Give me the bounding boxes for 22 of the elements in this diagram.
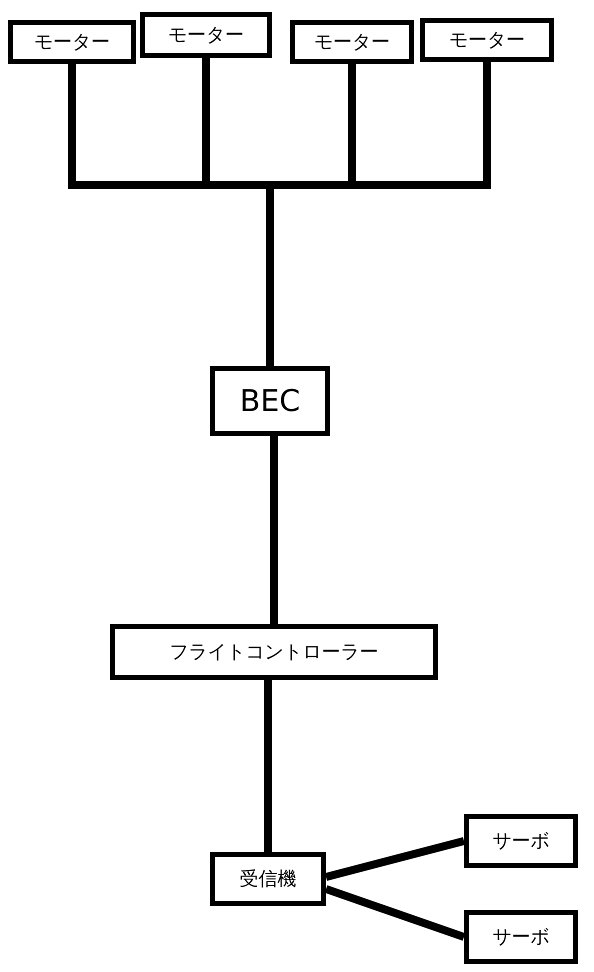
process-box [464, 910, 578, 964]
process-box [290, 20, 414, 64]
node-label: モーター [34, 30, 110, 55]
connector-line [324, 837, 466, 881]
node-label: BEC [240, 384, 300, 418]
process-box [464, 814, 578, 868]
node-label: 受信機 [240, 867, 296, 892]
connector-line [270, 436, 278, 624]
process-box [140, 12, 272, 58]
process-box [210, 366, 330, 436]
node-label: サーボ [492, 829, 550, 854]
node-label: モーター [449, 28, 525, 53]
process-box [110, 624, 438, 680]
process-box [8, 20, 136, 64]
node-label: フライトコントローラー [170, 640, 378, 665]
connector-line [324, 885, 466, 941]
node-label: モーター [314, 30, 390, 55]
node-label: サーボ [492, 925, 550, 950]
process-box [210, 852, 326, 906]
connector-line [264, 680, 272, 852]
process-box [420, 18, 554, 62]
node-label: モーター [168, 23, 244, 48]
